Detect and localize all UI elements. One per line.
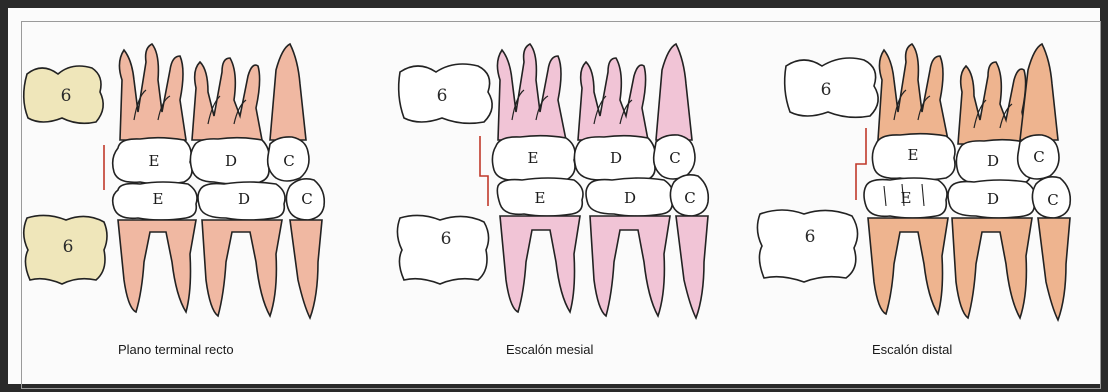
upper-molar-label: 6 bbox=[61, 86, 72, 106]
lower-e-label: E bbox=[153, 190, 164, 208]
lower-e-roots bbox=[868, 218, 948, 314]
upper-d-label: D bbox=[225, 152, 237, 170]
lower-c-root bbox=[676, 216, 708, 318]
upper-e-label: E bbox=[149, 152, 160, 170]
lower-molar-label: 6 bbox=[441, 229, 452, 249]
upper-c-label: C bbox=[669, 149, 680, 167]
lower-first-molar-6 bbox=[397, 215, 488, 284]
panel-escalon-mesial: 6 6 E D C E D C bbox=[397, 44, 708, 318]
upper-c-label: C bbox=[1033, 148, 1044, 166]
upper-d-label: D bbox=[610, 149, 622, 167]
panel-plano-terminal-recto: 6 6 E D C E D C bbox=[24, 44, 325, 318]
panel-escalon-distal: 6 6 E D C E D C bbox=[757, 44, 1070, 320]
caption-plano-terminal-recto: Plano terminal recto bbox=[118, 342, 234, 357]
lower-d-roots bbox=[202, 220, 282, 316]
upper-d-label: D bbox=[987, 152, 999, 170]
caption-escalon-mesial: Escalón mesial bbox=[506, 342, 593, 357]
upper-d-roots bbox=[578, 58, 648, 140]
lower-e-roots bbox=[500, 216, 580, 312]
upper-molar-label: 6 bbox=[437, 86, 448, 106]
lower-d-label: D bbox=[987, 190, 999, 208]
lower-molar-label: 6 bbox=[805, 227, 816, 247]
lower-d-label: D bbox=[238, 190, 250, 208]
upper-e-roots bbox=[878, 44, 948, 140]
lower-c-root bbox=[1038, 218, 1070, 320]
lower-e-roots bbox=[118, 220, 196, 312]
lower-c-label: C bbox=[301, 190, 312, 208]
lower-e-label: E bbox=[901, 189, 912, 207]
upper-c-root bbox=[1020, 44, 1058, 140]
upper-c-root bbox=[656, 44, 692, 140]
upper-e-roots bbox=[119, 44, 186, 140]
upper-e-label: E bbox=[908, 146, 919, 164]
upper-e-label: E bbox=[528, 149, 539, 167]
mesial-step-marker bbox=[480, 136, 488, 206]
upper-d-roots bbox=[958, 62, 1028, 144]
lower-molar-label: 6 bbox=[63, 237, 74, 257]
upper-d-roots bbox=[192, 58, 262, 140]
caption-escalon-distal: Escalón distal bbox=[872, 342, 952, 357]
lower-e-label: E bbox=[535, 189, 546, 207]
upper-c-root bbox=[270, 44, 306, 140]
lower-c-root bbox=[290, 220, 322, 318]
lower-d-roots bbox=[952, 218, 1032, 318]
lower-d-roots bbox=[590, 216, 670, 316]
lower-c-label: C bbox=[1047, 191, 1058, 209]
lower-d-label: D bbox=[624, 189, 636, 207]
upper-c-label: C bbox=[283, 152, 294, 170]
upper-molar-label: 6 bbox=[821, 80, 832, 100]
upper-e-roots bbox=[497, 44, 566, 140]
lower-c-label: C bbox=[684, 189, 695, 207]
